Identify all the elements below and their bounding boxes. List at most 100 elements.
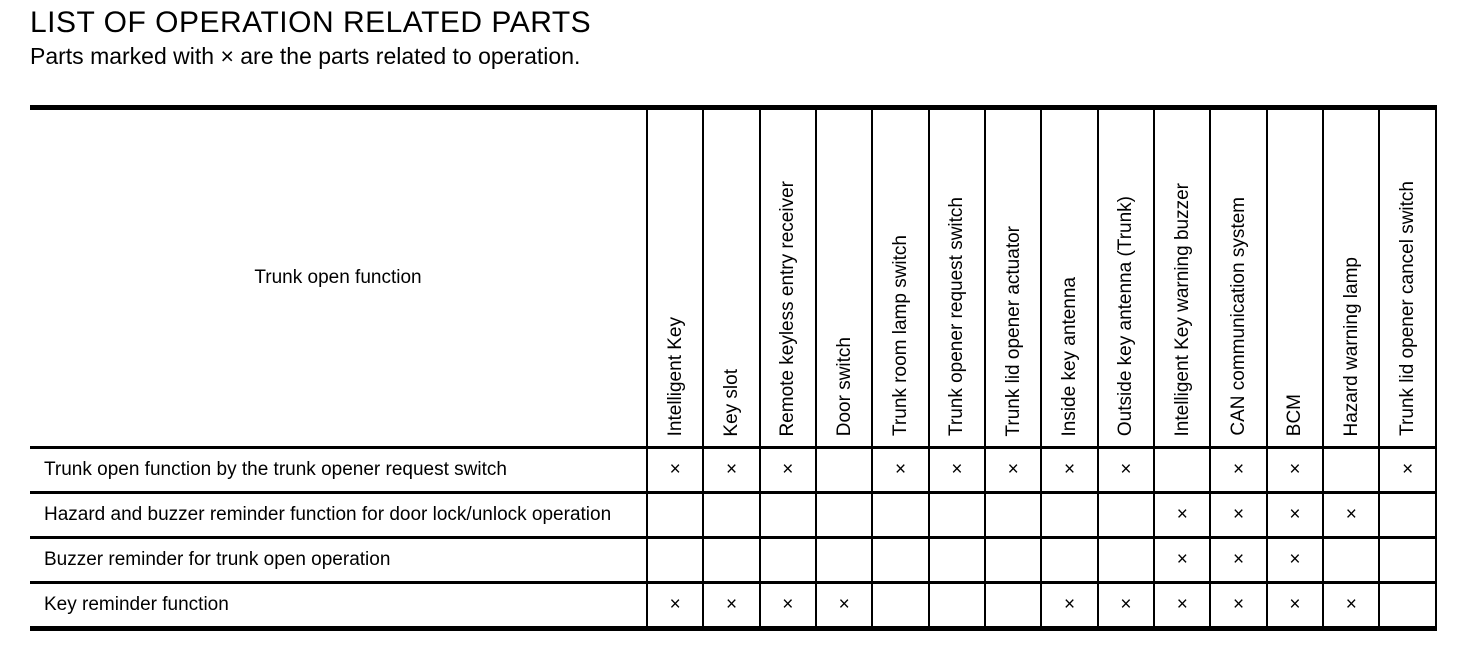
mark-cell: ×	[1265, 492, 1324, 540]
column-header: Inside key antenna	[1040, 105, 1098, 450]
column-header-label: Hazard warning lamp	[1340, 256, 1362, 437]
empty-cell	[871, 537, 929, 585]
empty-cell	[1040, 492, 1098, 540]
column-header-label: Inside key antenna	[1059, 276, 1081, 437]
mark-cell: ×	[815, 582, 873, 632]
row-label: Key reminder function	[30, 582, 647, 632]
row-label: Trunk open function by the trunk opener …	[30, 447, 647, 495]
column-header: Hazard warning lamp	[1322, 105, 1380, 450]
column-header: Door switch	[815, 105, 873, 450]
column-header-label: CAN communication system	[1228, 197, 1250, 437]
mark-cell: ×	[1153, 537, 1211, 585]
column-header-wrap: Inside key antenna	[1042, 110, 1096, 446]
empty-cell	[871, 492, 929, 540]
column-header-label: BCM	[1284, 393, 1306, 437]
empty-cell	[927, 537, 986, 585]
column-header: Outside key antenna (Trunk)	[1096, 105, 1155, 450]
empty-cell	[645, 537, 704, 585]
empty-cell	[645, 492, 704, 540]
column-header-wrap: Outside key antenna (Trunk)	[1099, 110, 1153, 446]
column-header-wrap: Trunk lid opener actuator	[986, 110, 1040, 446]
column-header: Trunk lid opener actuator	[984, 105, 1042, 450]
column-header: Remote keyless entry receiver	[758, 105, 817, 450]
empty-cell	[1322, 447, 1380, 495]
column-header-wrap: Intelligent Key warning buzzer	[1155, 110, 1209, 446]
column-header-wrap: Trunk opener request switch	[930, 110, 984, 446]
empty-cell	[984, 537, 1042, 585]
column-header-label: Trunk opener request switch	[946, 197, 968, 437]
mark-cell: ×	[1265, 447, 1324, 495]
column-header-label: Intelligent Key warning buzzer	[1171, 182, 1193, 437]
column-header-wrap: Hazard warning lamp	[1324, 110, 1378, 446]
column-header: Trunk room lamp switch	[871, 105, 929, 450]
mark-cell: ×	[1209, 537, 1267, 585]
manual-page: LIST OF OPERATION RELATED PARTS Parts ma…	[30, 6, 1437, 632]
column-header: BCM	[1265, 105, 1324, 450]
mark-cell: ×	[1209, 492, 1267, 540]
table-row: Key reminder function××××××××××	[30, 582, 1437, 632]
page-subtitle: Parts marked with × are the parts relate…	[30, 42, 581, 69]
empty-cell	[1040, 537, 1098, 585]
column-header: Intelligent Key warning buzzer	[1153, 105, 1211, 450]
column-header-wrap: Door switch	[817, 110, 871, 446]
column-header-label: Key slot	[721, 368, 743, 437]
mark-cell: ×	[927, 447, 986, 495]
page-title: LIST OF OPERATION RELATED PARTS	[30, 6, 592, 39]
empty-cell	[758, 537, 817, 585]
mark-cell: ×	[1209, 582, 1267, 632]
empty-cell	[984, 582, 1042, 632]
mark-cell: ×	[1153, 492, 1211, 540]
empty-cell	[815, 492, 873, 540]
empty-cell	[1096, 537, 1155, 585]
column-header-wrap: CAN communication system	[1211, 110, 1265, 446]
mark-cell: ×	[1096, 582, 1155, 632]
mark-cell: ×	[1040, 447, 1098, 495]
row-label: Buzzer reminder for trunk open operation	[30, 537, 647, 585]
column-header: Trunk opener request switch	[927, 105, 986, 450]
empty-cell	[1153, 447, 1211, 495]
empty-cell	[927, 582, 986, 632]
mark-cell: ×	[1209, 447, 1267, 495]
column-header: Key slot	[702, 105, 760, 450]
mark-cell: ×	[1265, 537, 1324, 585]
mark-cell: ×	[1153, 582, 1211, 632]
column-header: CAN communication system	[1209, 105, 1267, 450]
empty-cell	[984, 492, 1042, 540]
table-row: Trunk open function by the trunk opener …	[30, 447, 1437, 495]
empty-cell	[815, 537, 873, 585]
table-body: Trunk open function by the trunk opener …	[30, 447, 1437, 632]
mark-cell: ×	[1322, 582, 1380, 632]
column-header-label: Door switch	[833, 336, 855, 437]
column-header-label: Trunk lid opener cancel switch	[1397, 181, 1419, 437]
empty-cell	[815, 447, 873, 495]
empty-cell	[1322, 537, 1380, 585]
empty-cell	[1378, 582, 1437, 632]
mark-cell: ×	[1096, 447, 1155, 495]
column-header-wrap: Remote keyless entry receiver	[761, 110, 815, 446]
column-header-label: Remote keyless entry receiver	[777, 180, 799, 437]
column-header-wrap: BCM	[1268, 110, 1322, 446]
column-header-wrap: Key slot	[704, 110, 758, 446]
mark-cell: ×	[645, 582, 704, 632]
empty-cell	[1378, 492, 1437, 540]
empty-cell	[1096, 492, 1155, 540]
column-header-label: Intelligent Key	[664, 316, 686, 437]
table-row: Hazard and buzzer reminder function for …	[30, 492, 1437, 540]
empty-cell	[702, 492, 760, 540]
column-header-label: Trunk lid opener actuator	[1002, 225, 1024, 437]
mark-cell: ×	[702, 447, 760, 495]
column-header-label: Outside key antenna (Trunk)	[1115, 196, 1137, 437]
mark-cell: ×	[1265, 582, 1324, 632]
column-header-wrap: Trunk lid opener cancel switch	[1380, 110, 1435, 446]
empty-cell	[927, 492, 986, 540]
mark-cell: ×	[758, 447, 817, 495]
empty-cell	[758, 492, 817, 540]
corner-header: Trunk open function	[30, 105, 647, 450]
row-label: Hazard and buzzer reminder function for …	[30, 492, 647, 540]
column-header-wrap: Trunk room lamp switch	[873, 110, 927, 446]
mark-cell: ×	[702, 582, 760, 632]
table-row: Buzzer reminder for trunk open operation…	[30, 537, 1437, 585]
